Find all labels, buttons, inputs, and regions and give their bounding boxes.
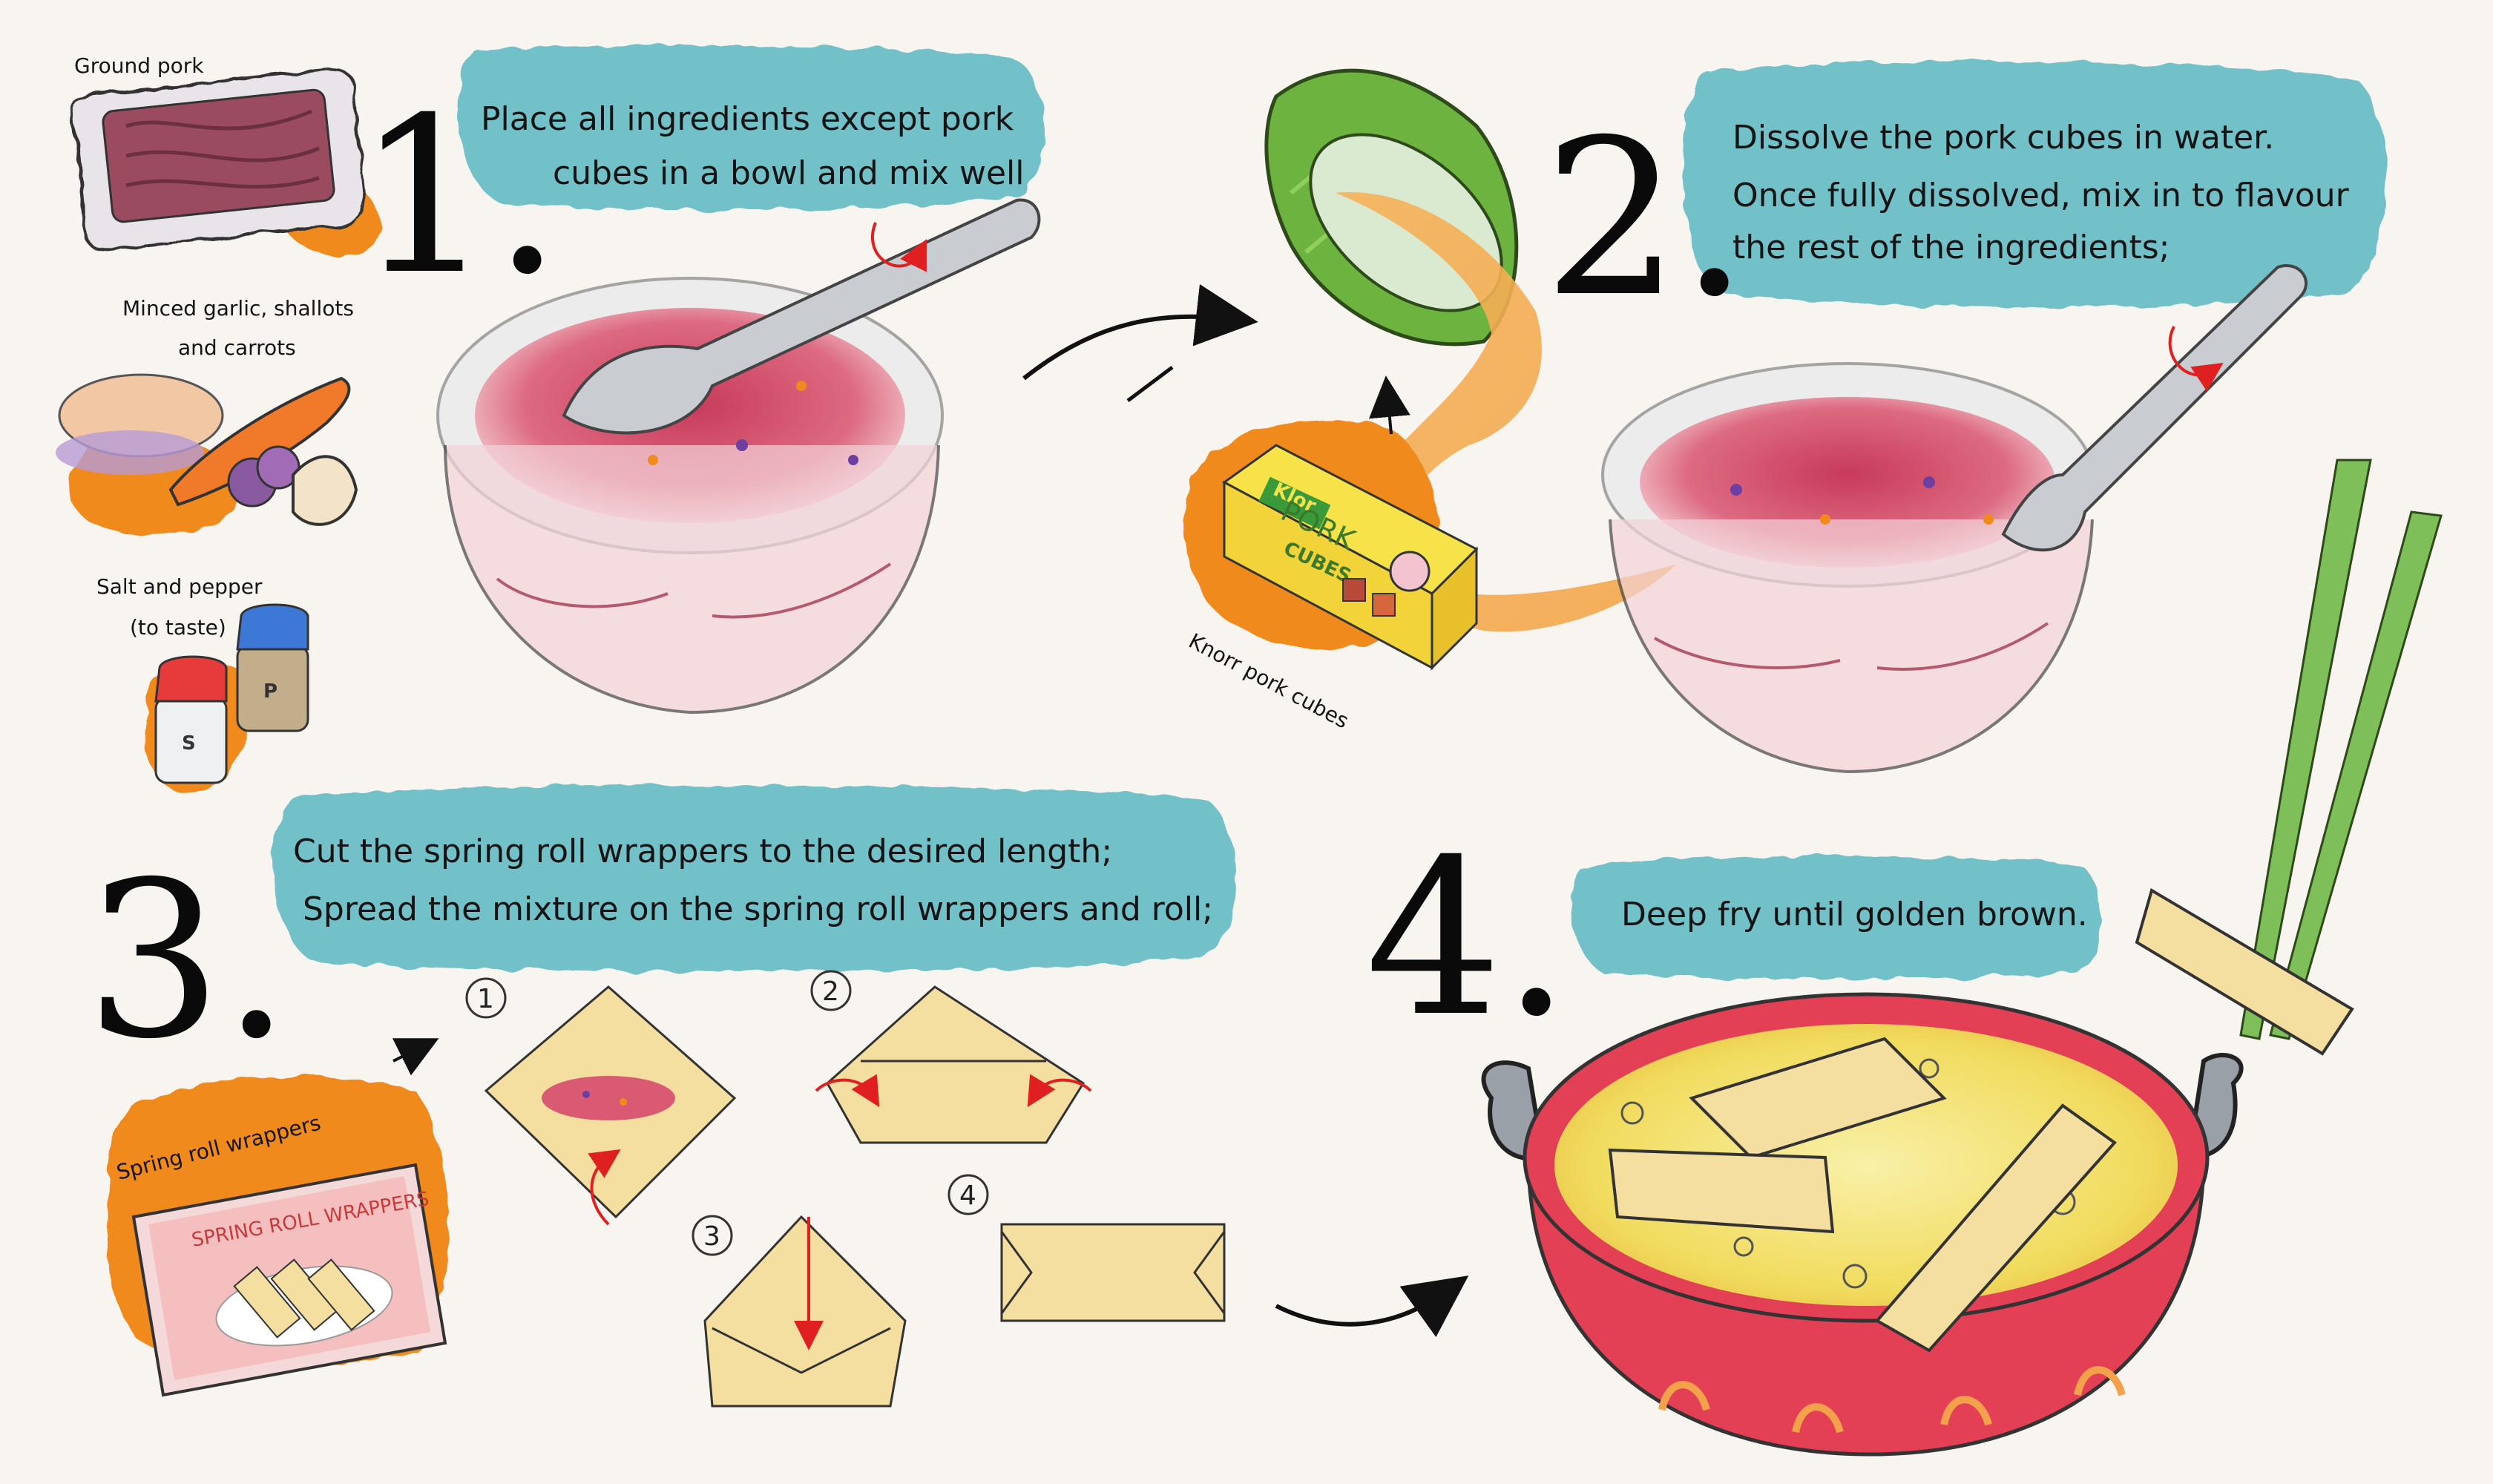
step2-bubble: Dissolve the pork cubes in water. Once f… [1682,62,2386,308]
step3-number: 3. [85,836,291,1086]
aromatics: Minced garlic, shallots and carrots [56,296,358,536]
arrow-step1-to-step2 [1022,283,1258,381]
step2-number: 2. [1543,94,1749,344]
step1-text-line1: Place all ingredients except pork [481,100,1014,138]
pepper-letter: P [263,680,277,703]
aromatics-label-line1: Minced garlic, shallots [122,296,354,321]
fold-step-2-number: 2 [822,976,839,1007]
fold-step-4: 4 [947,1174,1226,1322]
ground-pork-label: Ground pork [74,53,204,78]
frying-pot [1481,992,2244,1457]
step1-text-line2: cubes in a bowl and mix well [553,154,1024,192]
fold-step-2: 2 [810,970,1092,1144]
step2-text-line2: Once fully dissolved, mix in to flavour [1732,177,2350,214]
arrow-to-pot [1275,1275,1469,1338]
aromatics-label-line2: and carrots [178,335,296,360]
mixing-bowl-step1 [436,198,1041,715]
fold-step-1: 1 [465,977,737,1226]
step1-bubble: Place all ingredients except pork cubes … [457,45,1045,211]
chopsticks [2135,459,2443,1056]
step4-text: Deep fry until golden brown. [1621,896,2088,933]
step3-bubble: Cut the spring roll wrappers to the desi… [272,785,1237,972]
salt-and-pepper: Salt and pepper (to taste) S P [96,574,309,794]
salt-letter: S [182,732,196,755]
pouring-broth [1336,192,1677,632]
arrow-to-folding [392,1038,439,1076]
fold-step-3: 3 [692,1215,907,1408]
step3-text-line2: Spread the mixture on the spring roll wr… [303,890,1213,928]
step2-text-line1: Dissolve the pork cubes in water. [1732,119,2274,157]
step1-number: 1. [356,72,562,322]
arrow-tick [1126,366,1174,402]
mixing-bowl-step2 [1601,264,2308,774]
seasoning-label-line1: Salt and pepper [96,574,263,599]
step3-text-line1: Cut the spring roll wrappers to the desi… [293,833,1112,870]
seasoning-label-line2: (to taste) [130,615,226,640]
fold-step-1-number: 1 [477,984,494,1014]
fold-step-3-number: 3 [703,1221,720,1252]
spring-roll-wrapper-pack: Spring roll wrappers SPRING ROLL WRAPPER… [105,1076,450,1397]
knorr-pork-cubes: Klor PORK CUBES Knorr pork cubes [1184,420,1479,733]
arrow-cubes-up [1369,375,1410,435]
ground-pork: Ground pork [70,53,380,256]
fold-step-4-number: 4 [959,1181,976,1211]
step4-bubble: Deep fry until golden brown. [1571,856,2101,979]
step2-text-line3: the rest of the ingredients; [1732,229,2170,266]
step4-number: 4. [1365,814,1571,1064]
